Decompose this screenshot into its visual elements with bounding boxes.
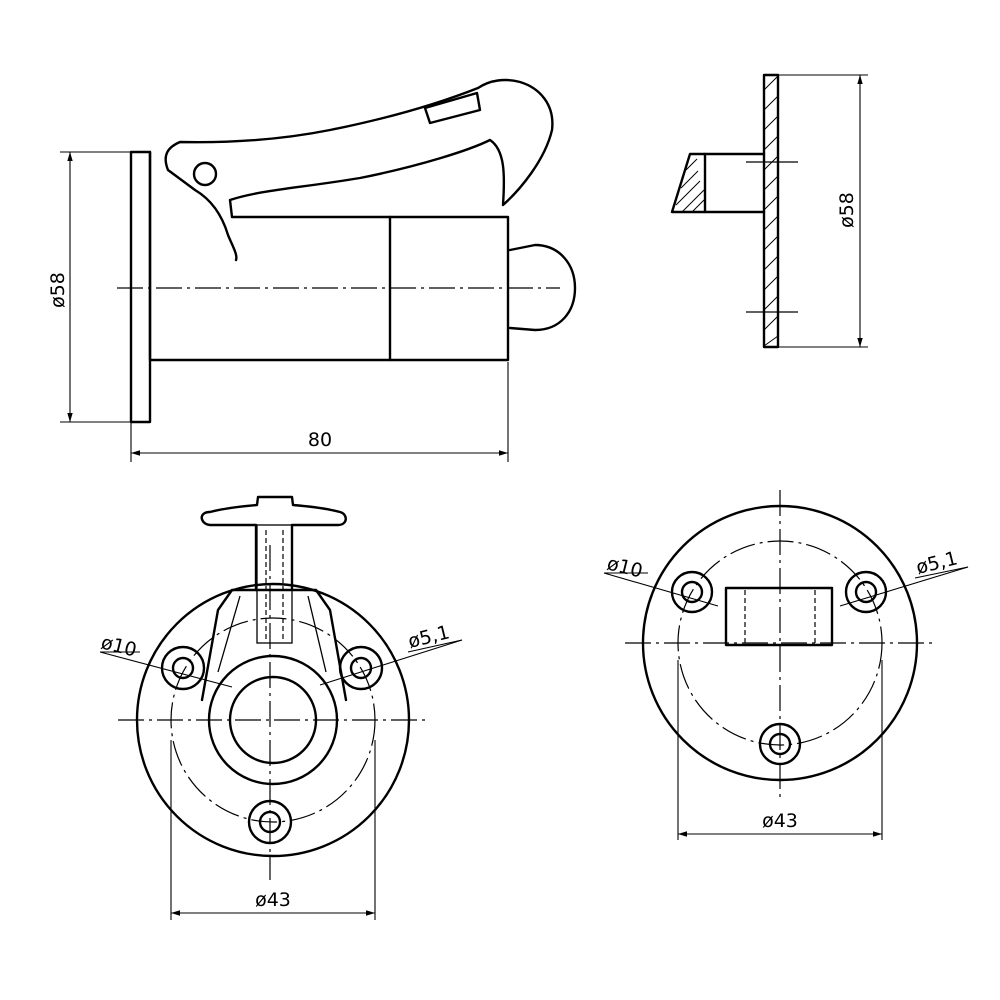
bl-dim-hole: ø10: [99, 632, 139, 662]
side-plate: [762, 73, 780, 349]
side-dim-diameter: ø58: [836, 192, 858, 228]
side-protrusion-hatch: [675, 158, 705, 213]
bl-housing: [200, 588, 348, 702]
br-dim-pcd: ø43: [762, 810, 798, 832]
br-dim-hole-leader: [603, 572, 719, 607]
bl-bore-inner: [228, 675, 318, 765]
br-hole-right-outer: [844, 570, 888, 614]
bl-bore-outer: [207, 654, 339, 786]
br-hole-right-inner: [854, 580, 878, 604]
bottom-right-view: ø10 ø5,1 ø43: [603, 490, 969, 840]
bl-hole-right-outer: [338, 645, 384, 691]
br-block: [724, 586, 834, 647]
front-view: ø58 80: [47, 78, 577, 462]
front-lever: [164, 78, 554, 262]
side-plate-hatch: [763, 75, 779, 347]
bl-dim-hole-leader: [99, 651, 233, 688]
front-pivot-pin: [192, 161, 218, 187]
bl-dim-bore-leader: [319, 639, 463, 686]
front-plunger-knob: [508, 243, 577, 332]
br-dim-bore: ø5,1: [914, 547, 960, 578]
front-lever-slot: [423, 91, 482, 125]
bl-hole-bottom-outer: [247, 799, 293, 845]
bl-t-handle: [200, 495, 347, 592]
bl-hole-left-inner: [171, 656, 195, 680]
bl-hole-left-outer: [160, 645, 206, 691]
bl-dim-bore: ø5,1: [406, 621, 452, 652]
br-dim-hole: ø10: [605, 553, 645, 583]
br-hole-left-inner: [680, 580, 704, 604]
front-flange: [129, 150, 152, 424]
side-protrusion: [670, 152, 766, 214]
br-hole-bottom-inner: [768, 732, 792, 756]
bl-dim-pcd: ø43: [255, 889, 291, 911]
br-hole-left-outer: [670, 570, 714, 614]
bl-hole-bottom-inner: [258, 810, 282, 834]
front-dim-length: 80: [308, 429, 332, 451]
front-dim-diameter: ø58: [47, 272, 69, 308]
br-dim-bore-leader: [839, 566, 969, 607]
br-hole-bottom-outer: [758, 722, 802, 766]
side-view: ø58: [670, 73, 868, 349]
bottom-left-view: ø10 ø5,1 ø43: [99, 495, 463, 920]
bl-stem: [256, 524, 293, 644]
bl-hole-right-inner: [349, 656, 373, 680]
